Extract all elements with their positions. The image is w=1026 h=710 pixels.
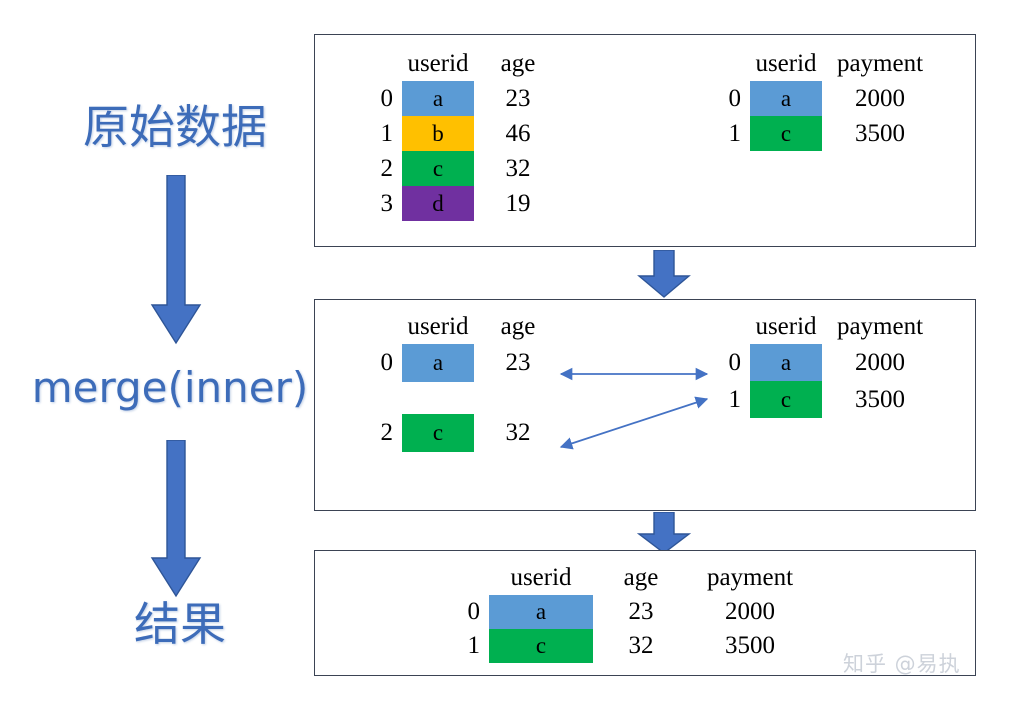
row-index: 1 (728, 119, 742, 147)
cell-payment: 3500 (855, 385, 905, 413)
panel-result: userid age payment 0 a 23 2000 1 c 32 35… (314, 550, 976, 676)
row-index: 0 (728, 348, 742, 376)
cell-age: 32 (505, 154, 531, 182)
row-index: 3 (380, 189, 394, 217)
cell-userid: c (402, 414, 474, 452)
panel-raw-data: userid age 0 a 23 1 b 46 2 c 32 (314, 34, 976, 247)
flow-arrow-raw-to-merge (150, 175, 202, 345)
merge-link-arrows (559, 367, 709, 450)
table-payments: userid payment 0 a 2000 1 c 3500 (707, 49, 938, 151)
table-row: 0 a 23 (359, 344, 562, 382)
cell-userid: a (402, 344, 474, 382)
column-header-userid: userid (755, 313, 817, 340)
table-row: 2 c 32 (359, 151, 562, 186)
row-index: 1 (728, 385, 742, 413)
table-row: 1 b 46 (359, 116, 562, 151)
panel-merge: userid age 0 a 23 2 c 32 (314, 299, 976, 511)
panel-arrow-middle-to-bottom (637, 512, 691, 554)
panel-arrow-top-to-middle (637, 250, 691, 298)
column-header-payment: payment (706, 564, 794, 591)
flow-arrow-merge-to-result (150, 440, 202, 598)
column-header-userid: userid (407, 50, 469, 77)
cell-userid: c (750, 381, 822, 418)
table-row: 0 a 23 (359, 81, 562, 116)
table-row: 1 c 32 3500 (446, 629, 811, 663)
row-index: 0 (380, 84, 394, 112)
link-line-c (559, 396, 709, 450)
cell-payment: 2000 (855, 348, 905, 376)
table-row: 3 d 19 (359, 186, 562, 221)
column-header-userid: userid (510, 564, 572, 591)
table-payments-matched: userid payment 0 a 2000 1 c 3500 (707, 312, 938, 418)
table-row: 0 a 2000 (707, 81, 938, 116)
table-row: 1 c 3500 (707, 116, 938, 151)
column-header-payment: payment (836, 313, 924, 340)
table-row: 0 a 23 2000 (446, 595, 811, 629)
cell-userid: a (489, 595, 593, 629)
column-header-userid: userid (407, 313, 469, 340)
cell-age: 23 (505, 84, 531, 112)
row-index: 0 (380, 349, 394, 376)
cell-age: 19 (505, 189, 531, 217)
table-header-row: userid age (359, 312, 562, 344)
cell-age: 23 (505, 349, 531, 376)
table-row: 0 a 2000 (707, 344, 938, 381)
watermark-zhihu: 知乎 @易执 (843, 652, 961, 676)
table-header-row: userid age (359, 49, 562, 81)
stage-label-merge-inner: merge(inner) (31, 363, 309, 412)
cell-userid: a (402, 81, 474, 116)
cell-userid: a (750, 344, 822, 381)
table-header-row: userid payment (707, 312, 938, 344)
cell-payment: 2000 (855, 84, 905, 112)
row-index: 2 (380, 154, 394, 182)
stage-label-result: 结果 (134, 597, 226, 651)
column-header-userid: userid (755, 50, 817, 77)
table-users-matched: userid age 0 a 23 2 c 32 (359, 312, 562, 452)
table-header-row: userid payment (707, 49, 938, 81)
row-index: 2 (380, 419, 394, 446)
cell-userid: b (402, 116, 474, 151)
cell-age: 46 (505, 119, 531, 147)
cell-payment: 3500 (855, 119, 905, 147)
cell-age: 32 (505, 419, 531, 446)
cell-age: 23 (628, 598, 654, 625)
table-row: 2 c 32 (359, 414, 562, 452)
cell-userid: a (750, 81, 822, 116)
column-header-age: age (500, 50, 536, 77)
table-merged-result: userid age payment 0 a 23 2000 1 c 32 35… (446, 563, 811, 663)
row-index: 0 (728, 84, 742, 112)
column-header-payment: payment (836, 50, 924, 77)
cell-payment: 3500 (725, 632, 775, 659)
table-users: userid age 0 a 23 1 b 46 2 c 32 (359, 49, 562, 221)
cell-userid: c (402, 151, 474, 186)
table-row: 1 c 3500 (707, 381, 938, 418)
column-header-age: age (623, 564, 659, 591)
column-header-age: age (500, 313, 536, 340)
row-index: 0 (467, 598, 481, 625)
row-index: 1 (467, 632, 481, 659)
cell-age: 32 (628, 632, 654, 659)
table-header-row: userid age payment (446, 563, 811, 595)
cell-payment: 2000 (725, 598, 775, 625)
cell-userid: c (750, 116, 822, 151)
stage-label-raw-data: 原始数据 (83, 100, 267, 154)
row-index: 1 (380, 119, 394, 147)
cell-userid: d (402, 186, 474, 221)
cell-userid: c (489, 629, 593, 663)
